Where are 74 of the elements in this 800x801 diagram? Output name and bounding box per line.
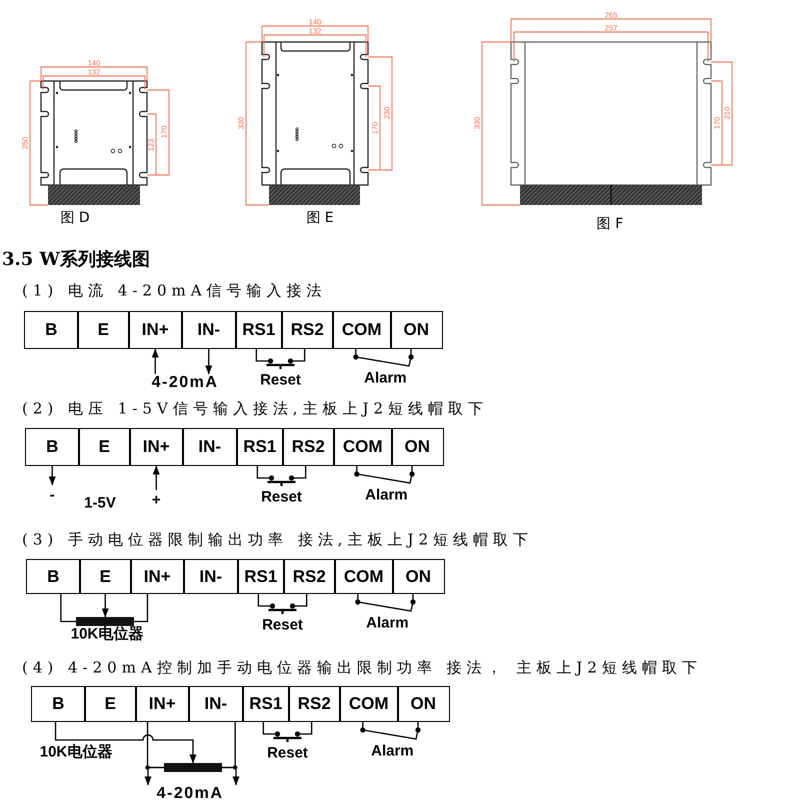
signal-arrow [152, 466, 160, 490]
figure-caption: 图 D [60, 209, 90, 227]
wire [134, 594, 148, 622]
terminal-cell: IN- [183, 559, 238, 594]
edge-label: Reset [262, 616, 303, 634]
terminal-cell: IN+ [129, 428, 184, 466]
component-label: 10K电位器 [70, 624, 144, 644]
signal-arrow [152, 348, 159, 374]
terminal-cell: RS2 [282, 428, 334, 466]
signal-label: 4-20mA [145, 786, 235, 801]
component-label: 10K电位器 [40, 742, 112, 762]
terminal-cell: RS2 [283, 559, 336, 594]
terminal-cell: ON [392, 559, 444, 594]
edge-label: Reset [267, 744, 308, 762]
terminal-cell: RS1 [237, 559, 284, 594]
wiring-caption: (4) 4-20mA控制加手动电位器输出限制功率 接法， 主板上J2短线帽取下 [22, 658, 702, 678]
terminal-cell: IN- [188, 686, 244, 722]
wiring-caption: (1) 电流 4-20mA信号输入接法 [22, 282, 327, 300]
edge-label: - [50, 486, 55, 504]
terminal-cell: ON [390, 311, 442, 349]
terminal-cell: COM [339, 686, 398, 722]
figure-caption: 图 F [596, 215, 624, 233]
signal-arrow [48, 466, 56, 486]
terminal-cell: B [25, 428, 80, 466]
terminal-cell: IN+ [130, 559, 184, 594]
terminal-cell: RS1 [236, 428, 284, 466]
wiring-caption: (2) 电压 1-5V信号输入接法,主板上J2短线帽取下 [22, 400, 488, 418]
terminal-cell: RS2 [288, 686, 340, 722]
edge-label: + [152, 492, 161, 508]
terminal-cell: COM [333, 428, 392, 466]
edge-label: Reset [261, 488, 302, 506]
terminal-cell: E [78, 428, 130, 466]
edge-label: Reset [260, 372, 301, 388]
terminal-cell: COM [332, 311, 392, 349]
terminal-cell: ON [397, 686, 450, 722]
wire [222, 766, 240, 786]
signal-arrow [205, 349, 212, 374]
wire [356, 466, 413, 484]
signal-label: 1-5V [84, 494, 116, 512]
terminal-cell: E [84, 686, 136, 722]
edge-label: Alarm [364, 370, 407, 386]
wire [362, 722, 419, 740]
wire [102, 594, 109, 618]
signal-label: 4-20mA [145, 375, 225, 390]
wire [144, 766, 164, 786]
wire [262, 721, 312, 735]
figure-caption: 图 E [306, 209, 334, 227]
wire [256, 348, 306, 362]
edge-label: Alarm [371, 742, 414, 760]
edge-label: Alarm [366, 614, 409, 632]
terminal-cell: ON [391, 428, 444, 466]
terminal-cell: IN- [181, 311, 236, 349]
wire [357, 594, 414, 612]
edge-label: Alarm [365, 486, 408, 504]
terminal-cell: E [77, 311, 130, 349]
wiring-caption: (3) 手动电位器限制输出功率 接法,主板上J2短线帽取下 [22, 530, 534, 550]
terminal-cell: RS1 [242, 686, 290, 722]
terminal-cell: COM [334, 559, 394, 594]
terminal-cell: B [24, 311, 78, 349]
terminal-cell: RS2 [281, 311, 334, 349]
terminal-cell: IN+ [135, 686, 190, 722]
section-heading: 3.5 W系列接线图 [2, 248, 150, 271]
terminal-cell: RS1 [235, 311, 282, 349]
terminal-cell: B [26, 559, 80, 594]
terminal-cell: E [79, 559, 132, 594]
terminal-cell: B [31, 686, 86, 722]
wire [60, 594, 76, 622]
wire [256, 465, 306, 479]
wire [258, 593, 308, 607]
terminal-cell: IN- [182, 428, 238, 466]
terminal-cell: IN+ [128, 311, 182, 349]
potentiometer-bar [164, 763, 222, 772]
wire [355, 349, 412, 367]
wire [54, 722, 196, 764]
